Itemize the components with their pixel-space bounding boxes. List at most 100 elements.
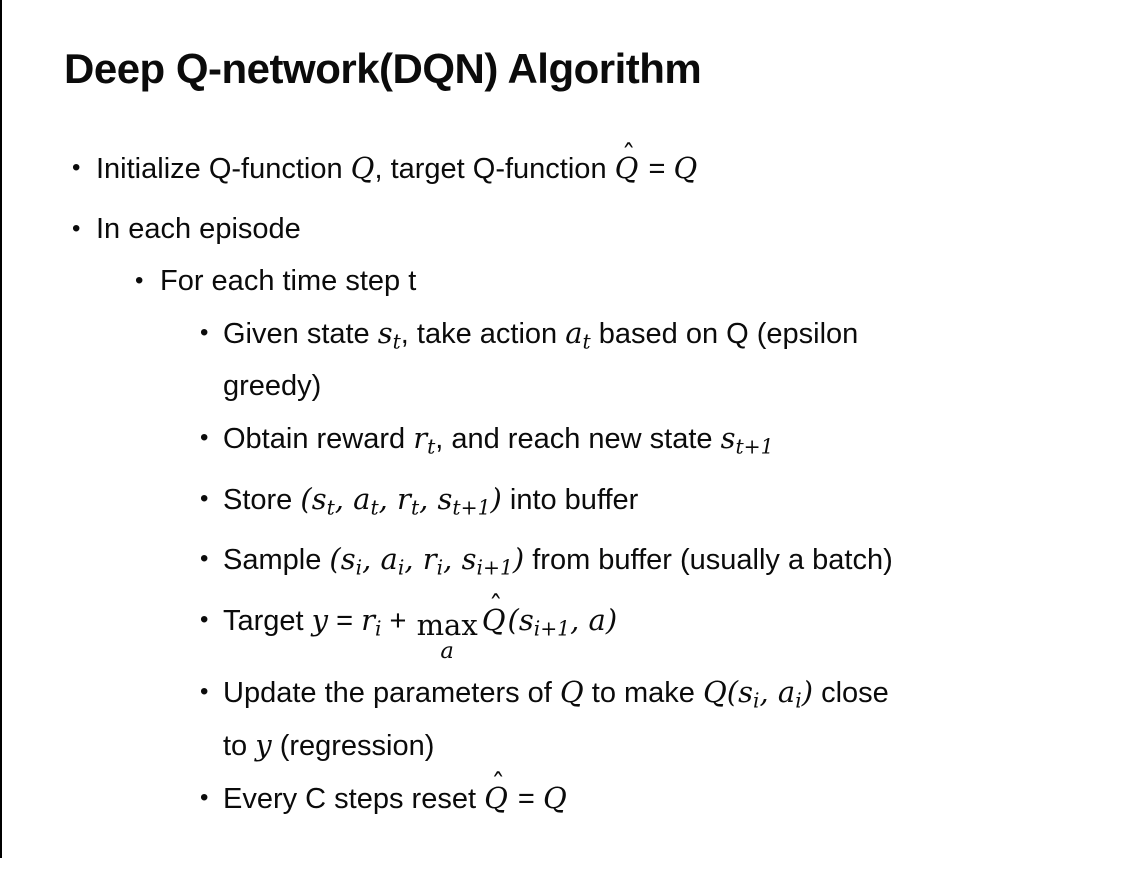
subscript: t [582,329,591,354]
subscript: t [370,495,379,520]
bullet-content: Update the parameters of Q to make Q(si,… [223,670,1124,768]
text-segment: , take action [400,318,566,351]
text-row: to y (regression) [223,723,1124,768]
text-segment: = [640,153,674,186]
text-segment: greedy) [223,369,322,402]
text-segment: based on Q (epsilon [590,318,859,351]
text-row: Initialize Q-function Q, target Q-functi… [96,140,1124,191]
bullet-update: • Update the parameters of Q to make Q(s… [0,670,1124,768]
math-var: s [377,316,393,351]
hat-accent: ˆ [621,139,636,172]
math-var: r [413,420,428,455]
text-segment: Target [223,604,312,637]
bullet-marker: • [200,484,209,512]
bullet-marker: • [200,423,209,451]
subscript: t [392,329,401,354]
subscript: i [752,688,760,713]
text-segment: , target Q-function [374,153,615,186]
math-var: Q [542,780,567,815]
math-var: Q [350,151,375,186]
text-segment: Update the parameters of [223,676,560,709]
bullet-marker: • [200,605,209,633]
text-segment: Obtain reward [223,422,414,455]
math-var: (s [329,542,356,577]
math-var: , a [362,542,398,577]
math-var: ) [801,674,814,709]
math-var: , s [419,481,453,516]
bullet-marker: • [200,783,209,811]
math-var: Q [484,780,508,815]
text-row: Obtain reward rt, and reach new state st… [223,416,1124,469]
text-segment: Every C steps reset [223,782,485,815]
bullet-content: For each time step t [160,259,1124,303]
subscript: i [355,555,363,580]
max-under-var: a [440,637,454,664]
slide-body: • Initialize Q-function Q, target Q-func… [0,140,1124,821]
bullet-content: In each episode [96,207,1124,251]
subscript: t+1 [452,495,491,520]
bullet-marker: • [200,545,209,573]
text-row: Update the parameters of Q to make Q(si,… [223,670,1124,723]
subscript: i+1 [476,555,513,580]
bullet-content: Initialize Q-function Q, target Q-functi… [96,140,1124,191]
bullet-marker: • [72,154,81,182]
subscript: i [397,555,405,580]
subscript: i [375,616,382,641]
text-segment: into buffer [501,483,639,516]
text-segment: For each time step t [160,265,417,298]
math-var: , a [334,481,371,516]
slide-title: Deep Q-network(DQN) Algorithm [64,45,702,92]
bullet-given-state: • Given state st, take action at based o… [0,311,1124,408]
math-var: y [255,727,272,762]
math-var: , r [378,481,411,516]
text-segment: (regression) [271,729,435,762]
bullet-marker: • [135,267,144,295]
math-var: Q [614,151,639,186]
math-var: y [311,602,329,637]
hat-accent: ˆ [491,768,506,801]
math-var: ) [490,481,502,516]
text-segment: to [223,729,256,762]
bullet-content: Given state st, take action at based on … [223,311,1124,408]
bullet-marker: • [72,215,81,243]
math-var: Q [673,151,698,186]
bullet-timestep: • For each time step t [0,259,1124,303]
bullet-initialize: • Initialize Q-function Q, target Q-func… [0,140,1124,191]
math-var: ) [512,542,525,577]
text-segment: = [509,782,543,815]
math-var: Q(s [702,674,753,709]
bullet-content: Sample (si, ai, ri, si+1) from buffer (u… [223,537,1124,590]
subscript: t+1 [735,434,774,459]
math-var: Q [481,602,506,637]
subscript: t [410,495,420,520]
bullet-marker: • [200,319,209,347]
text-row: Given state st, take action at based on … [223,311,1124,364]
math-var: , s [443,542,477,577]
bullet-episode: • In each episode [0,207,1124,251]
text-segment: Given state [223,318,378,351]
subscript: t [326,495,335,520]
slide-left-border [0,0,2,858]
text-row: Sample (si, ai, ri, si+1) from buffer (u… [223,537,1124,590]
math-var: r [361,602,375,637]
text-row: Store (st, at, rt, st+1) into buffer [223,477,1124,530]
math-var: , a) [570,602,618,637]
text-segment: In each episode [96,213,301,246]
bullet-obtain-reward: • Obtain reward rt, and reach new state … [0,416,1124,469]
math-var: a [565,316,583,351]
bullet-store: • Store (st, at, rt, st+1) into buffer [0,477,1124,530]
bullet-marker: • [200,677,209,705]
math-var: s [720,420,736,455]
text-segment: Sample [223,544,330,577]
text-row: For each time step t [160,259,1124,303]
bullet-sample: • Sample (si, ai, ri, si+1) from buffer … [0,537,1124,590]
